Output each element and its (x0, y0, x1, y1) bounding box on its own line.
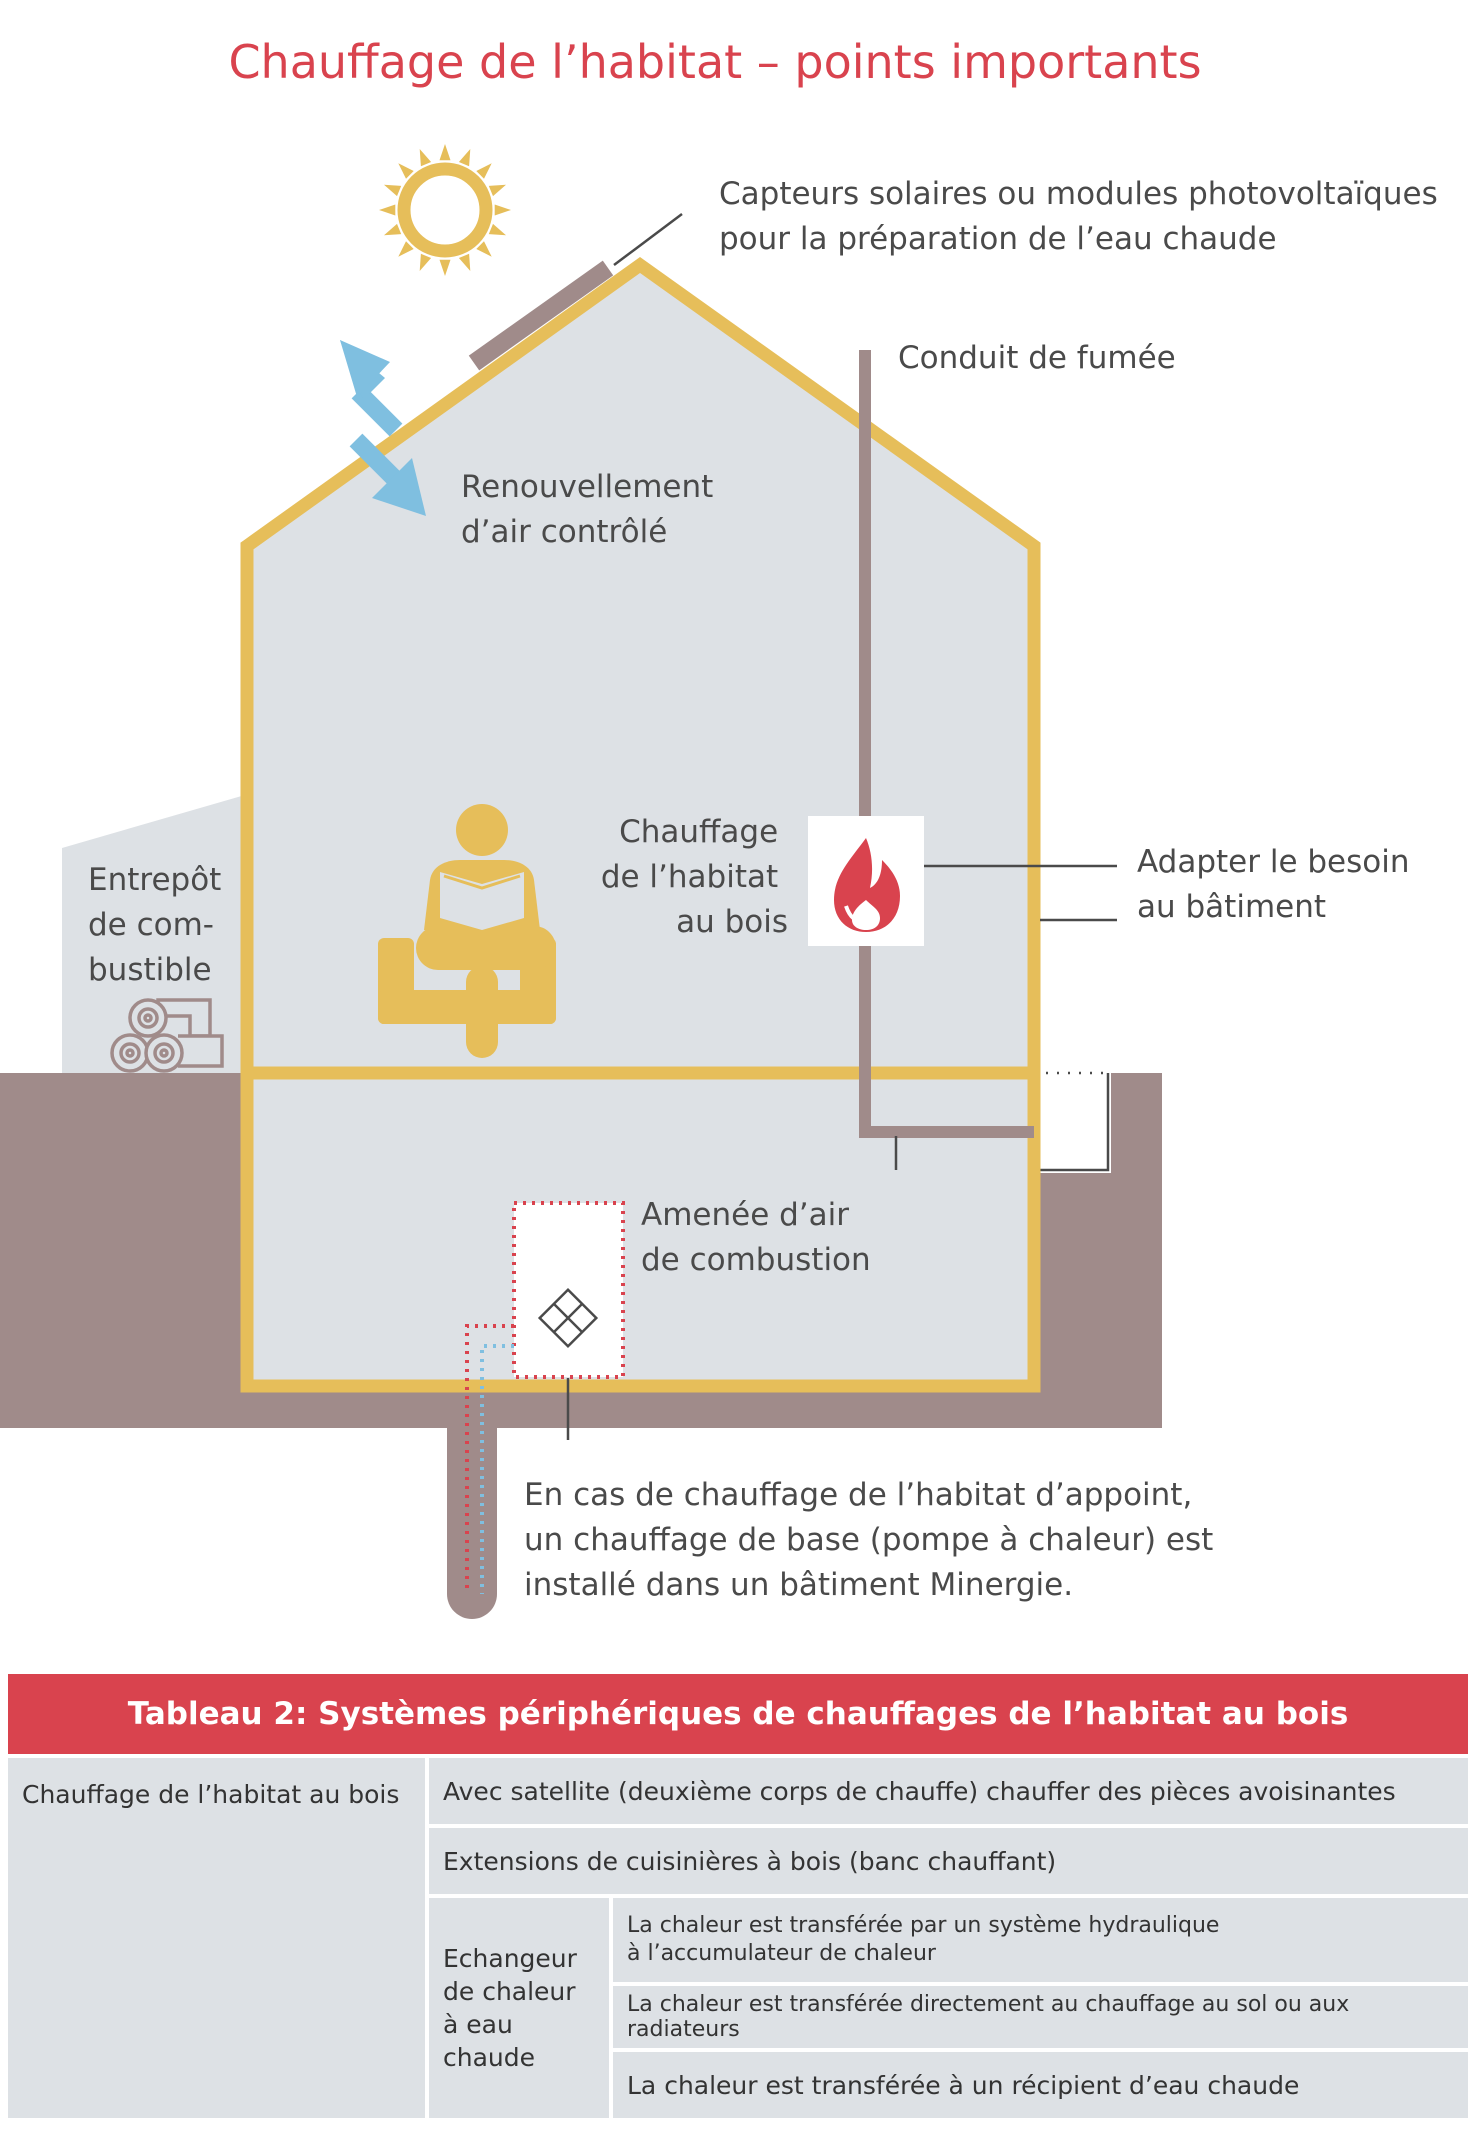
flame-icon (834, 838, 900, 932)
peripheral-systems-table: Tableau 2: Systèmes périphériques de cha… (8, 1674, 1468, 2118)
person-reading-in-armchair-icon (378, 804, 556, 1058)
table-cell-floor-heating: La chaleur est transférée directement au… (613, 1986, 1468, 2048)
table-title: Tableau 2: Systèmes périphériques de cha… (8, 1674, 1468, 1754)
table-cell-cooker-extension: Extensions de cuisinières à bois (banc c… (429, 1828, 1468, 1894)
table-row-header: Chauffage de l’habitat au bois (8, 1758, 425, 2118)
firewood-logs-icon (110, 998, 224, 1073)
exchanger-label: Echangeur de chaleur à eau chaude (443, 1944, 577, 2072)
flue-pipe (859, 350, 1034, 1138)
exterior-box-edge (1035, 1073, 1110, 1172)
air-exchange-arrows-icon (340, 340, 426, 516)
heating-label: Chauffage de l’habitat au bois (601, 814, 788, 940)
heat-pump-line-blue (480, 1344, 514, 1594)
air-vent-icon (537, 1287, 599, 1349)
solar-leader-line (613, 213, 683, 266)
house-outline (240, 257, 1041, 1393)
storage-label: Entrepôt de com- bustible (88, 862, 231, 988)
exchanger-item-hydraulic: La chaleur est transférée par un système… (627, 1913, 1220, 1966)
solar-panel (468, 260, 614, 371)
table-cell-hydraulic: La chaleur est transférée par un système… (613, 1898, 1468, 1982)
house-interior (247, 265, 1034, 1386)
exterior-box (1035, 1073, 1111, 1173)
solar-label: Capteurs solaires ou modules photovoltaï… (719, 176, 1448, 257)
ventilation-label: Renouvellement d’air contrôlé (461, 469, 723, 550)
sun-icon (379, 144, 511, 276)
flue-label: Conduit de fumée (898, 340, 1176, 376)
heat-pump-line-red (465, 1324, 514, 1594)
table-cell-hot-water: La chaleur est transférée à un récipient… (613, 2052, 1468, 2118)
table-cell-satellite: Avec satellite (deuxième corps de chauff… (429, 1758, 1468, 1824)
table-cell-exchanger: Echangeur de chaleur à eau chaude (429, 1898, 609, 2118)
adapt-label: Adapter le besoin au bâtiment (1137, 844, 1419, 925)
page-title: Chauffage de l’habitat – points importan… (228, 35, 1201, 89)
combustion-air-label: Amenée d’air de combustion (641, 1197, 871, 1278)
backup-heating-label: En cas de chauffage de l’habitat d’appoi… (524, 1477, 1223, 1603)
geothermal-probe (447, 1420, 497, 1619)
